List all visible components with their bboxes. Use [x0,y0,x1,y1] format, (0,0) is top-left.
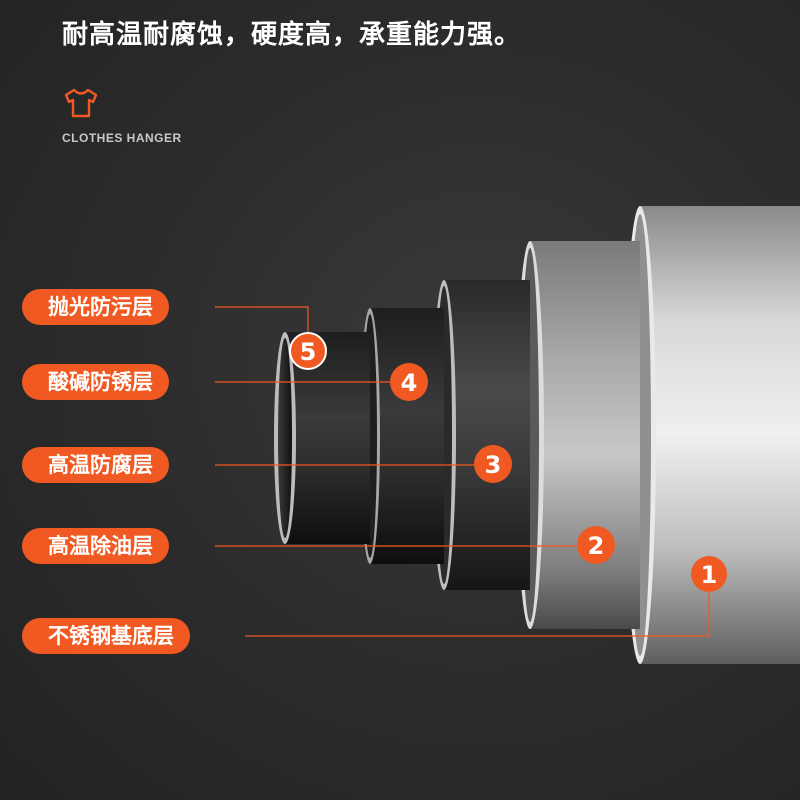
tube-layer-1 [624,206,800,664]
number-badge-3: 3 [474,445,512,483]
number-badge-1: 1 [691,556,727,592]
layer-label-2: 高温除油层 [22,528,169,564]
number-badge-4: 4 [390,363,428,401]
layer-label-4: 酸碱防锈层 [22,364,169,400]
layer-label-5: 抛光防污层 [22,289,169,325]
number-badge-5: 5 [289,332,327,370]
tube-layer-4 [360,308,444,564]
tube-layer-3 [432,280,530,590]
svg-text:4: 4 [401,369,418,397]
svg-text:2: 2 [588,532,605,560]
leader-lines [215,306,710,637]
svg-text:1: 1 [701,561,718,589]
number-badge-2: 2 [577,526,615,564]
brand-text: CLOTHES HANGER [62,131,182,145]
layer-label-3: 高温防腐层 [22,447,169,483]
svg-text:3: 3 [485,451,502,479]
svg-text:5: 5 [300,338,317,366]
layer-label-1: 不锈钢基底层 [22,618,190,654]
t-shirt-icon [64,88,98,118]
tube-layer-2 [516,241,640,629]
headline: 耐高温耐腐蚀，硬度高，承重能力强。 [62,20,522,50]
